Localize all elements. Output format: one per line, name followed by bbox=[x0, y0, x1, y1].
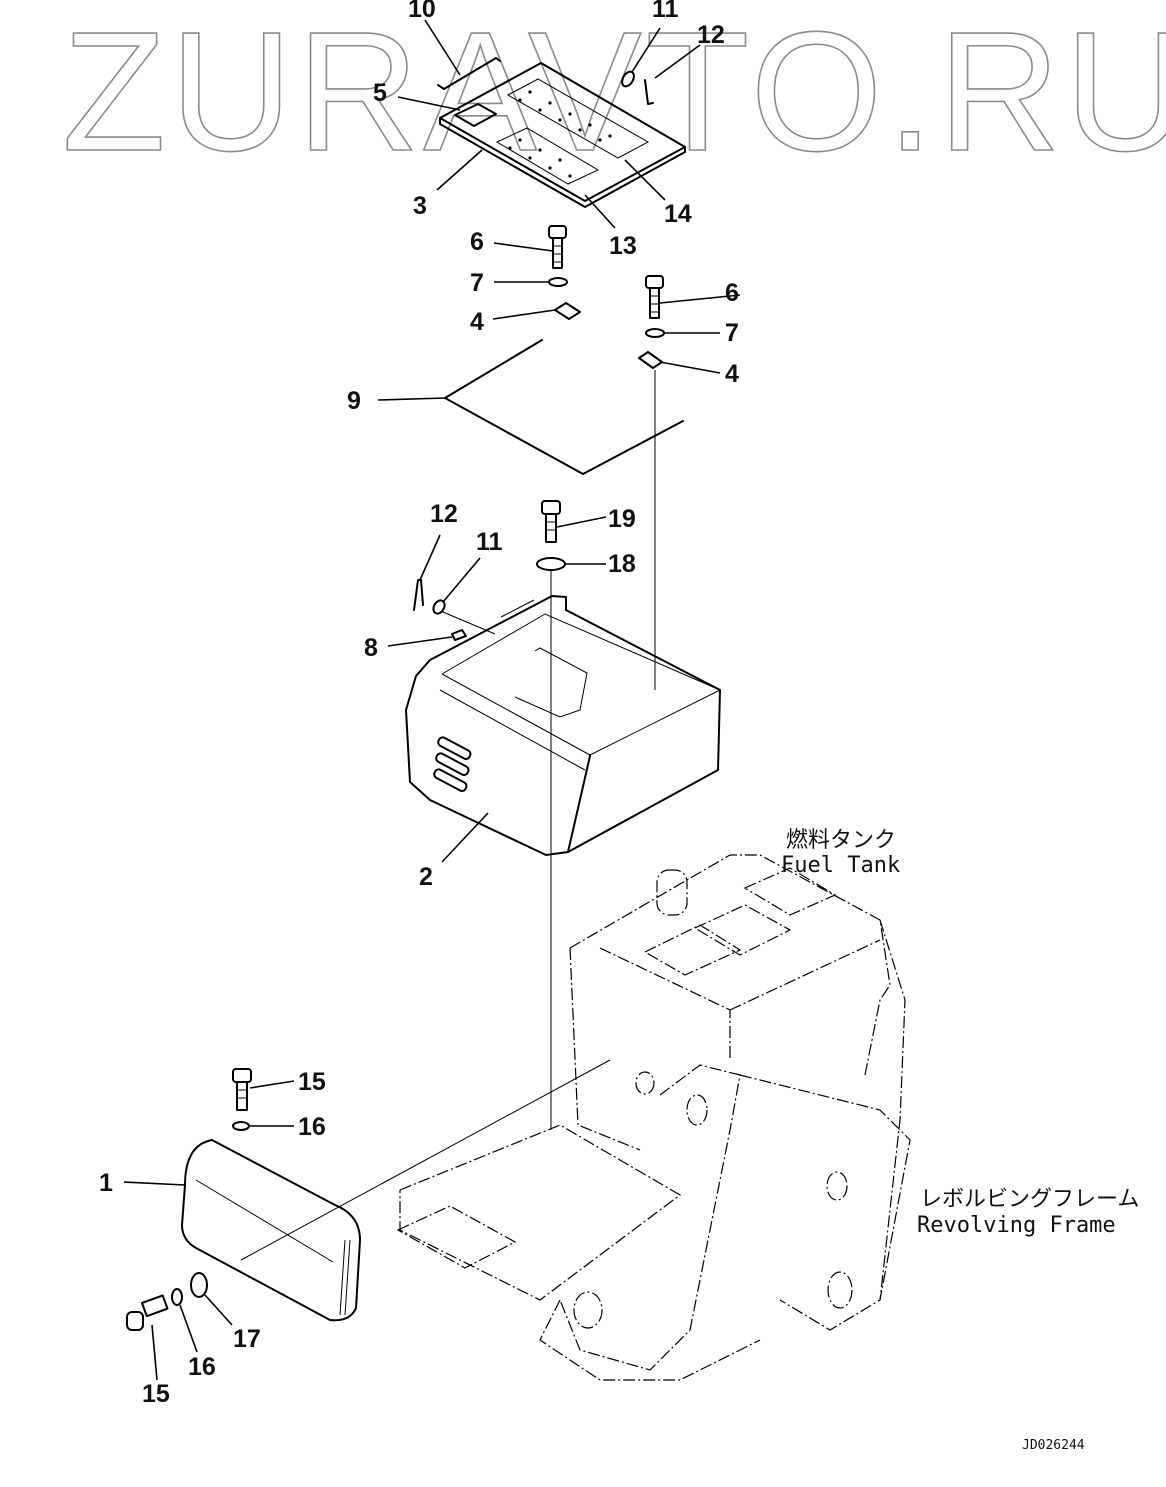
seal-9 bbox=[444, 339, 684, 475]
bolt-15-upper bbox=[232, 1068, 252, 1111]
revolving-frame-label-jp: レボルビングフレーム bbox=[920, 1187, 1139, 1212]
bolt-15-lower bbox=[126, 1294, 169, 1331]
callout-18: 18 bbox=[608, 550, 636, 578]
callout-15-upper: 15 bbox=[298, 1068, 326, 1096]
callout-10: 10 bbox=[408, 0, 436, 23]
washer-18 bbox=[536, 557, 566, 571]
callout-4-right: 4 bbox=[725, 360, 739, 388]
stopper-8 bbox=[451, 629, 467, 641]
callout-4-left: 4 bbox=[470, 308, 484, 336]
callout-7-left: 7 bbox=[470, 269, 484, 297]
handle-10 bbox=[437, 57, 501, 90]
revolving-frame-and-fuel-tank bbox=[396, 854, 911, 1381]
pin-12-top bbox=[644, 79, 654, 105]
callout-6-right: 6 bbox=[725, 279, 739, 307]
fuel-cap bbox=[656, 869, 688, 916]
callout-8: 8 bbox=[364, 634, 378, 662]
callout-11-lower: 11 bbox=[476, 528, 503, 556]
latch-5 bbox=[454, 103, 497, 127]
callout-6-left: 6 bbox=[470, 228, 484, 256]
revolving-frame-label-en: Revolving Frame bbox=[917, 1213, 1116, 1238]
watermark: ZURAVTO.RU bbox=[62, 0, 1166, 187]
alignment-axis-side bbox=[240, 1059, 611, 1261]
cover-plate-part bbox=[437, 57, 686, 208]
callout-13: 13 bbox=[609, 232, 637, 260]
pin-12-lower bbox=[413, 579, 424, 611]
vent-slots bbox=[433, 736, 472, 792]
mat-14-outline bbox=[506, 78, 650, 159]
callout-12: 12 bbox=[697, 21, 725, 49]
callout-9: 9 bbox=[347, 387, 361, 415]
fuel-tank-label-en: Fuel Tank bbox=[781, 853, 900, 878]
callout-16-lower: 16 bbox=[188, 1353, 216, 1381]
washer-17 bbox=[190, 1272, 208, 1298]
callout-19: 19 bbox=[608, 505, 636, 533]
callout-14: 14 bbox=[664, 200, 692, 228]
callout-7-right: 7 bbox=[725, 319, 739, 347]
mat-13-outline bbox=[495, 127, 600, 185]
washer-16-upper bbox=[232, 1121, 250, 1131]
drawing-code: JD026244 bbox=[1022, 1438, 1085, 1453]
callout-16-upper: 16 bbox=[298, 1113, 326, 1141]
callout-1: 1 bbox=[99, 1169, 113, 1197]
callout-17: 17 bbox=[233, 1325, 261, 1353]
ring-11-top bbox=[621, 70, 635, 88]
callout-15-lower: 15 bbox=[142, 1380, 170, 1408]
washer-16-lower bbox=[171, 1288, 183, 1306]
callout-11: 11 bbox=[652, 0, 679, 23]
callout-12-lower: 12 bbox=[430, 500, 458, 528]
fuel-tank-label-jp: 燃料タンク bbox=[786, 828, 896, 853]
side-cover-part bbox=[181, 1139, 361, 1322]
fastener-group-left bbox=[548, 225, 581, 320]
callout-5: 5 bbox=[373, 79, 387, 107]
bolt-19 bbox=[541, 500, 561, 543]
callout-2: 2 bbox=[419, 863, 433, 891]
toolbox-part bbox=[405, 595, 721, 856]
callout-numbers: 10 11 12 5 3 14 13 6 7 4 6 7 4 9 12 11 1… bbox=[99, 0, 739, 1408]
fastener-group-right bbox=[638, 275, 665, 369]
ring-11-lower bbox=[432, 599, 446, 615]
callout-3: 3 bbox=[413, 192, 427, 220]
leader-lines bbox=[123, 19, 741, 1381]
